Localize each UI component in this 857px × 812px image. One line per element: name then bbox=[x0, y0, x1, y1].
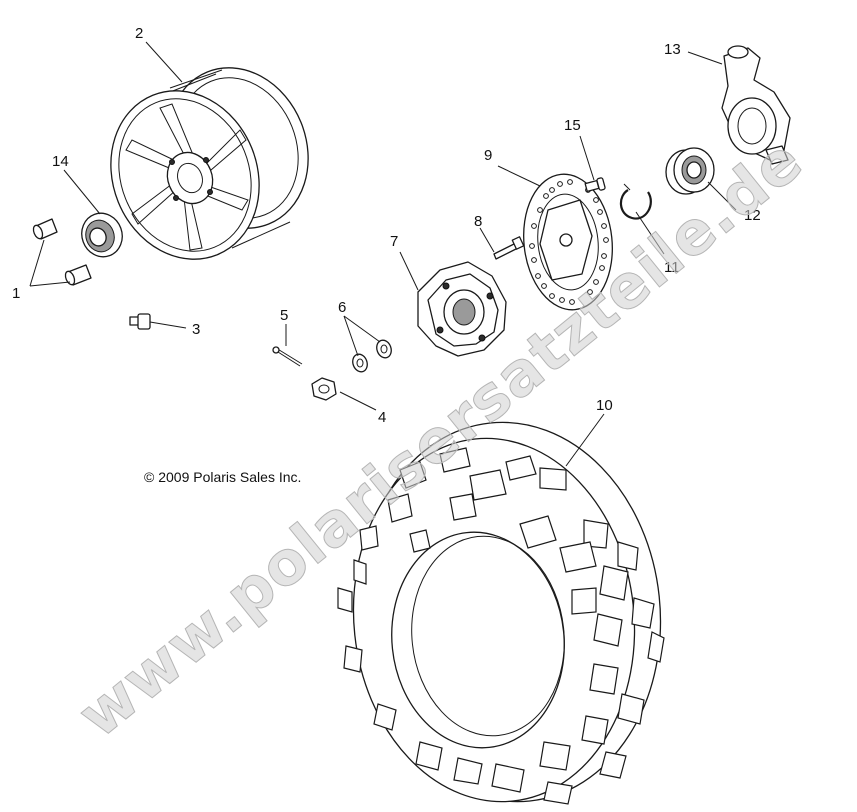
rotor-bolt bbox=[493, 236, 525, 260]
valve-stem bbox=[129, 313, 151, 330]
callout-3: 3 bbox=[192, 321, 200, 338]
callout-9: 9 bbox=[484, 147, 492, 164]
wheel-bearing bbox=[81, 212, 123, 258]
steering-knuckle bbox=[721, 45, 791, 165]
brake-rotor bbox=[523, 173, 613, 311]
callout-7: 7 bbox=[390, 233, 398, 250]
callout-13: 13 bbox=[664, 41, 681, 58]
callout-6: 6 bbox=[338, 299, 346, 316]
callout-5: 5 bbox=[280, 307, 288, 324]
tire bbox=[337, 421, 665, 805]
washer-inner bbox=[376, 339, 392, 359]
callout-1: 1 bbox=[12, 285, 20, 302]
rotor-screw bbox=[584, 177, 606, 193]
leader-lines bbox=[29, 41, 737, 467]
wheel-hub bbox=[417, 261, 507, 357]
valve-cap-lower bbox=[64, 264, 92, 286]
wheel-rim bbox=[110, 67, 309, 260]
knuckle-bearing bbox=[665, 147, 715, 195]
callout-12: 12 bbox=[744, 207, 761, 224]
callout-14: 14 bbox=[52, 153, 69, 170]
callout-8: 8 bbox=[474, 213, 482, 230]
cotter-pin bbox=[272, 346, 303, 367]
valve-cap-upper bbox=[32, 218, 58, 240]
callout-11: 11 bbox=[664, 259, 680, 276]
callout-4: 4 bbox=[378, 409, 386, 426]
callout-2: 2 bbox=[135, 25, 143, 42]
callout-15: 15 bbox=[564, 117, 581, 134]
washer-outer bbox=[352, 353, 368, 373]
callout-10: 10 bbox=[596, 397, 613, 414]
copyright-text: © 2009 Polaris Sales Inc. bbox=[144, 469, 301, 485]
castle-nut bbox=[311, 377, 337, 401]
snap-ring bbox=[619, 183, 652, 220]
